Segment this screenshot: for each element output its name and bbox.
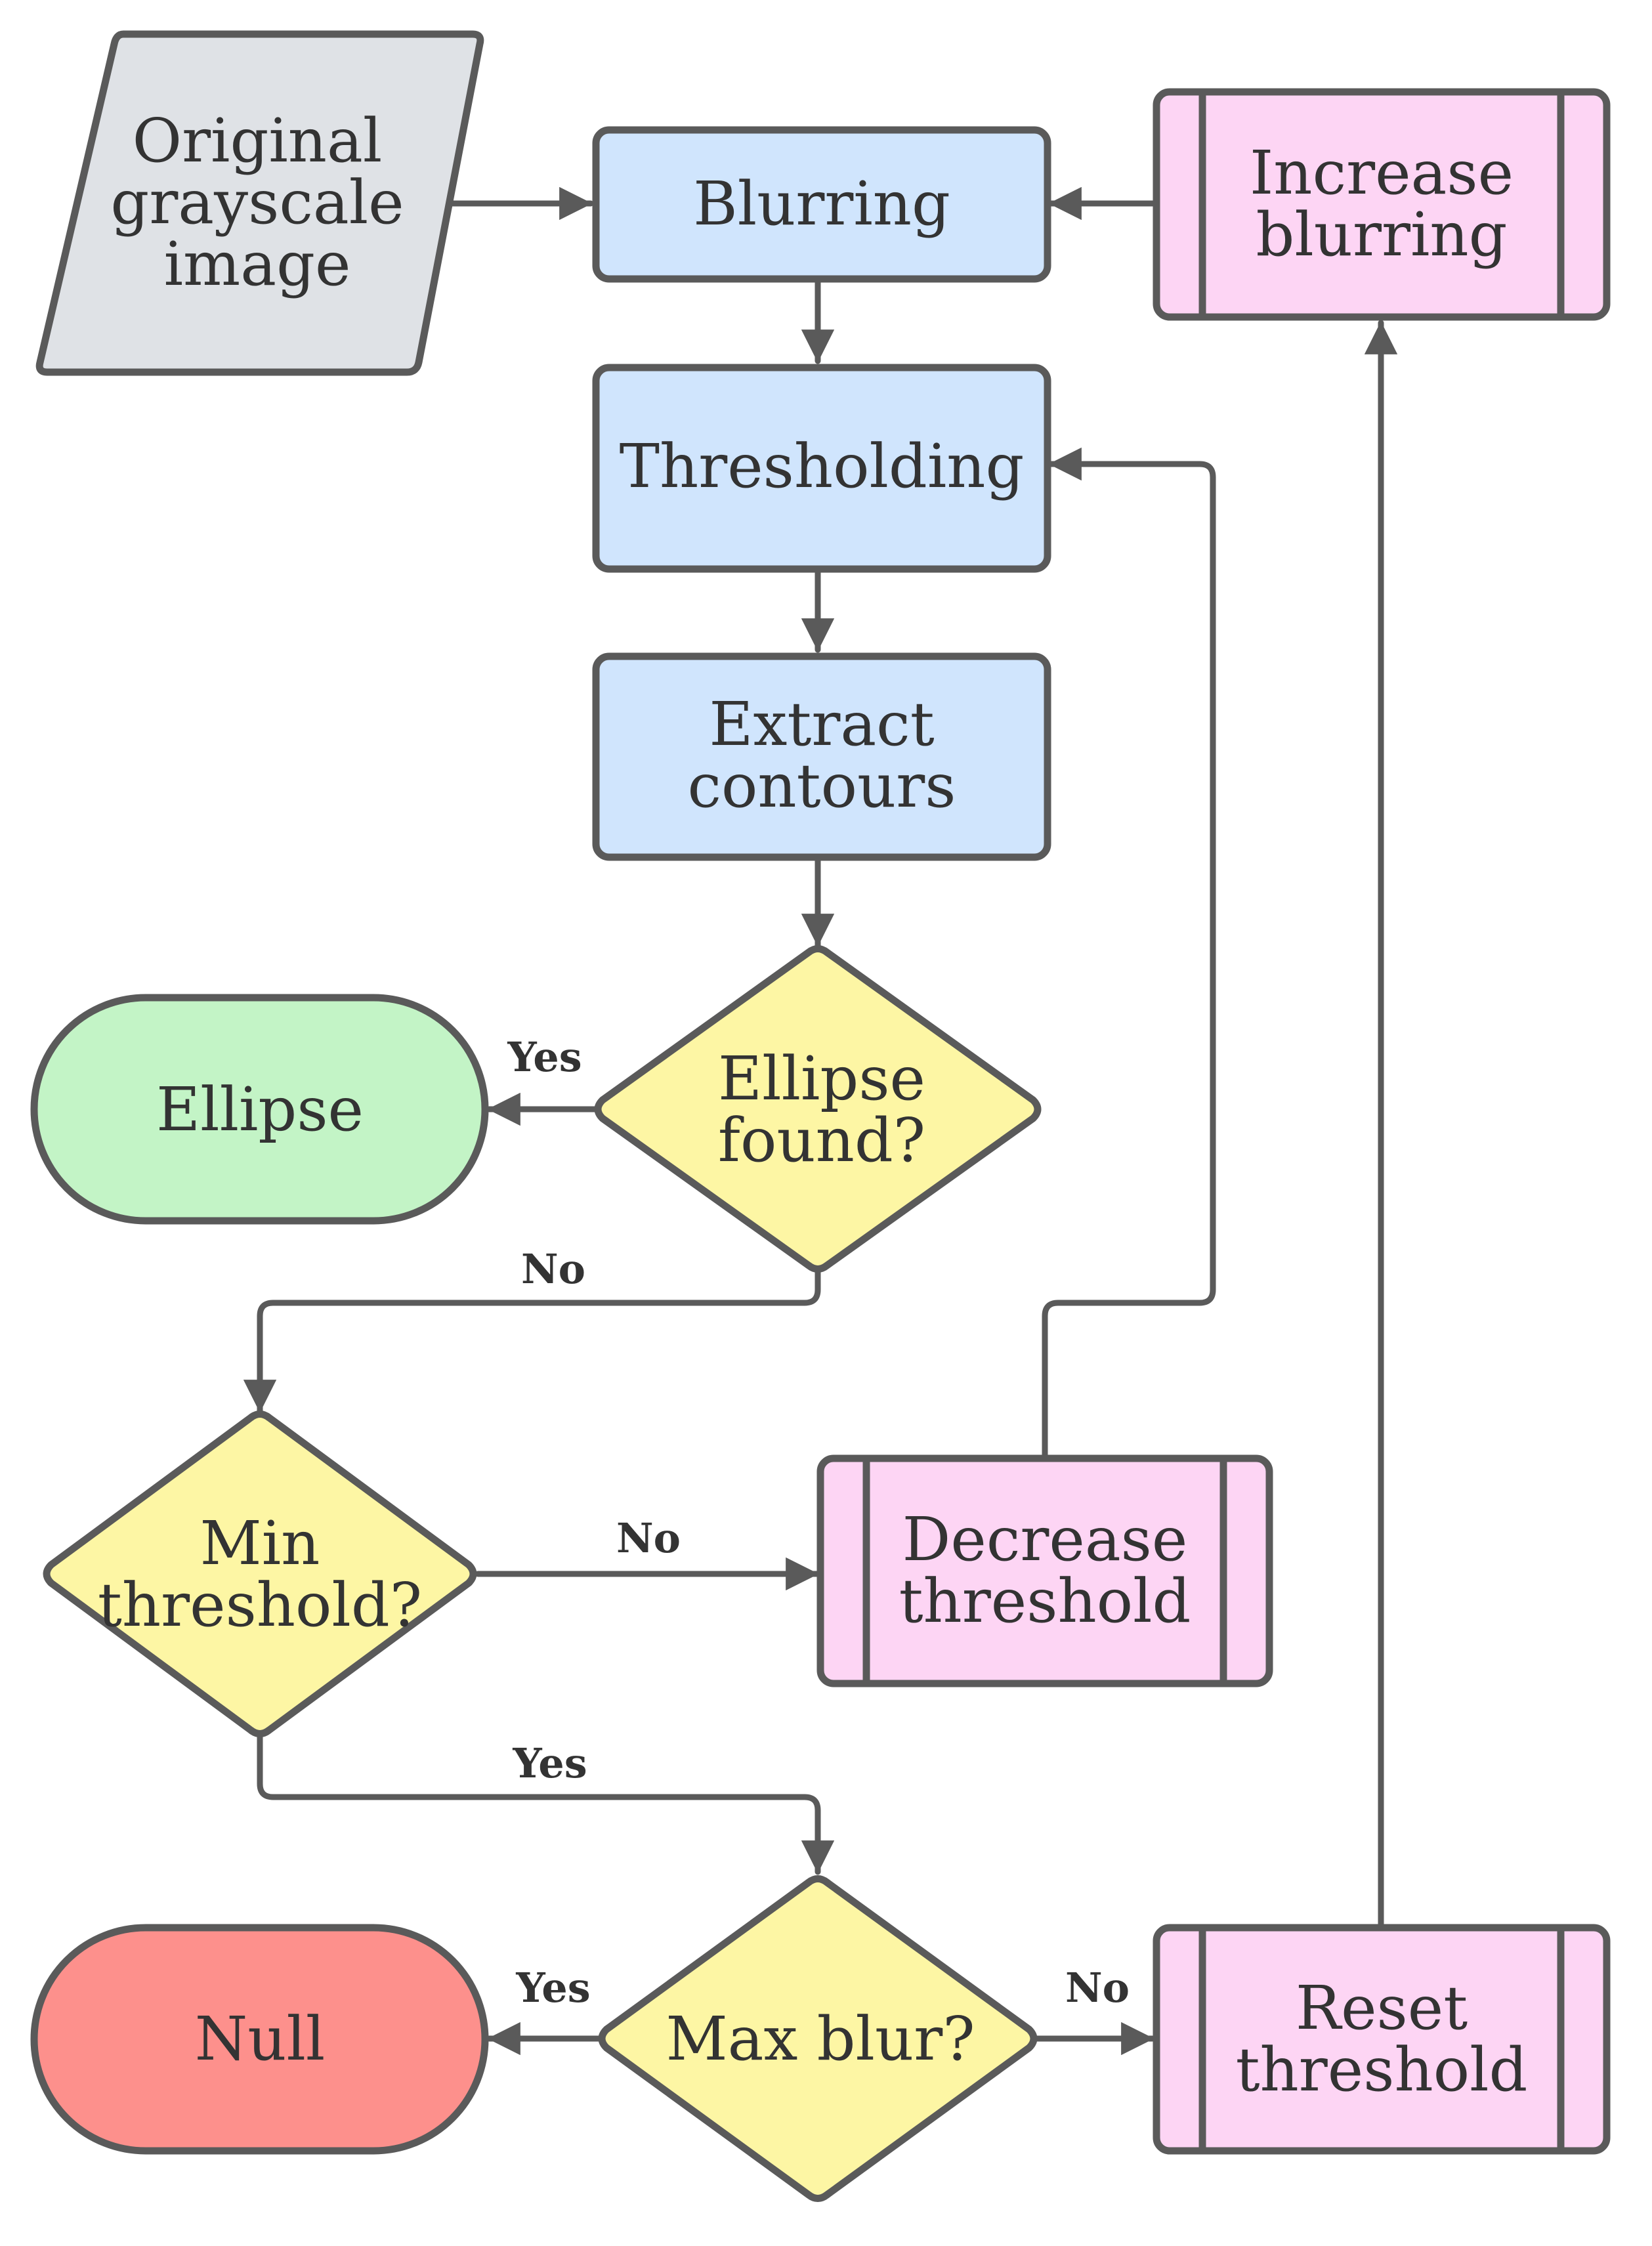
- edge-labels: Yes No No Yes Yes No: [507, 1033, 1130, 2012]
- subprocess-shape: [1153, 88, 1611, 321]
- label-line: Ellipse: [156, 1074, 364, 1145]
- edge-decrease-to-thresholding: [1042, 447, 1216, 1459]
- node-thresholding: Thresholding: [592, 364, 1051, 573]
- label-line: Null: [195, 2004, 326, 2074]
- label-line: Min: [200, 1508, 320, 1579]
- terminal-shape: [30, 1924, 489, 2155]
- blurring-label: Blurring: [693, 169, 950, 239]
- label-line: Ellipse: [718, 1044, 925, 1114]
- decision-shape: [594, 945, 1042, 1273]
- label-line: Max blur?: [666, 2004, 975, 2074]
- label-line: Increase: [1250, 138, 1514, 208]
- label-line: grayscale: [110, 167, 404, 238]
- label-line: threshold?: [98, 1570, 422, 1640]
- node-null: Null: [30, 1924, 489, 2155]
- node-ellipse: Ellipse: [30, 994, 489, 1225]
- label-max-yes: Yes: [515, 1964, 590, 2012]
- process-shape: [592, 364, 1051, 573]
- node-blurring: Blurring: [592, 126, 1051, 283]
- terminal-shape: [30, 994, 489, 1225]
- subprocess-shape: [816, 1454, 1273, 1687]
- label-max-no: No: [1065, 1964, 1130, 2012]
- edges: [243, 186, 1398, 2056]
- decision-shape: [43, 1410, 477, 1737]
- label-ellipse-no: No: [521, 1245, 585, 1293]
- ellipse-label: Ellipse: [156, 1074, 364, 1145]
- label-line: threshold: [1236, 2035, 1528, 2105]
- label-min-no: No: [616, 1514, 681, 1562]
- edge-ellipse-found-no: [243, 1269, 821, 1414]
- label-line: contours: [688, 751, 956, 821]
- label-line: Decrease: [902, 1504, 1188, 1575]
- max-blur-label: Max blur?: [666, 2004, 975, 2074]
- process-shape: [592, 652, 1051, 861]
- label-ellipse-yes: Yes: [507, 1033, 582, 1081]
- decision-shape: [598, 1875, 1038, 2202]
- input-shape: [35, 30, 484, 376]
- label-line: Extract: [709, 689, 934, 759]
- edge-min-threshold-yes: [257, 1734, 835, 1875]
- label-line: Reset: [1296, 1973, 1468, 2043]
- node-max-blur: Max blur?: [598, 1875, 1038, 2202]
- label-line: found?: [718, 1105, 925, 1176]
- subprocess-shape: [1153, 1924, 1611, 2155]
- label-line: image: [164, 229, 351, 299]
- thresholding-label: Thresholding: [620, 431, 1025, 501]
- label-line: Original: [133, 106, 383, 176]
- process-shape: [592, 126, 1051, 283]
- label-line: Blurring: [693, 169, 950, 239]
- label-line: threshold: [899, 1566, 1191, 1636]
- label-min-yes: Yes: [512, 1739, 587, 1787]
- label-line: blurring: [1256, 200, 1507, 270]
- label-line: Thresholding: [620, 431, 1025, 501]
- null-label: Null: [195, 2004, 326, 2074]
